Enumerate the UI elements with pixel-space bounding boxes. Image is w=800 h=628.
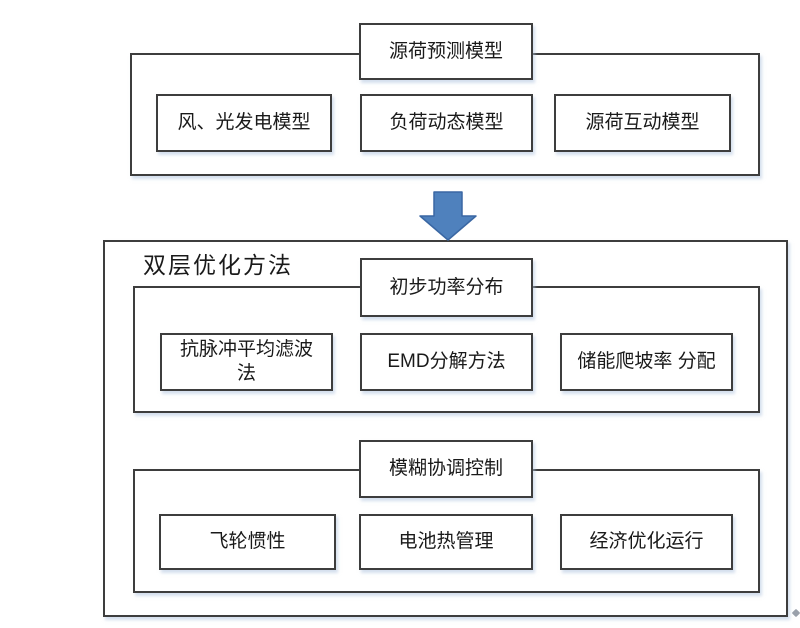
- box-fuzzy-coordination-control: 模糊协调控制: [359, 440, 533, 498]
- box-storage-ramp-rate-allocation: 储能爬坡率 分配: [560, 333, 733, 391]
- box-battery-thermal-management: 电池热管理: [359, 514, 533, 570]
- box-load-dynamic-model: 负荷动态模型: [360, 94, 533, 152]
- bilevel-optimization-frame: [103, 240, 788, 617]
- box-source-load-interaction-model: 源荷互动模型: [554, 94, 731, 152]
- cursor-artifact: [791, 608, 800, 618]
- box-economic-optimal-operation: 经济优化运行: [560, 514, 733, 570]
- box-anti-pulse-average-filtering: 抗脉冲平均滤波 法: [160, 333, 333, 391]
- box-flywheel-inertia: 飞轮惯性: [159, 514, 336, 570]
- box-wind-solar-generation-model: 风、光发电模型: [156, 94, 332, 152]
- box-emd-decomposition-method: EMD分解方法: [360, 333, 533, 391]
- box-source-load-forecast-model: 源荷预测模型: [359, 23, 533, 80]
- down-arrow-shape: [419, 191, 477, 241]
- bilevel-optimization-title: 双层优化方法: [143, 252, 293, 278]
- box-preliminary-power-distribution: 初步功率分布: [360, 258, 533, 317]
- down-arrow-icon: [419, 191, 477, 241]
